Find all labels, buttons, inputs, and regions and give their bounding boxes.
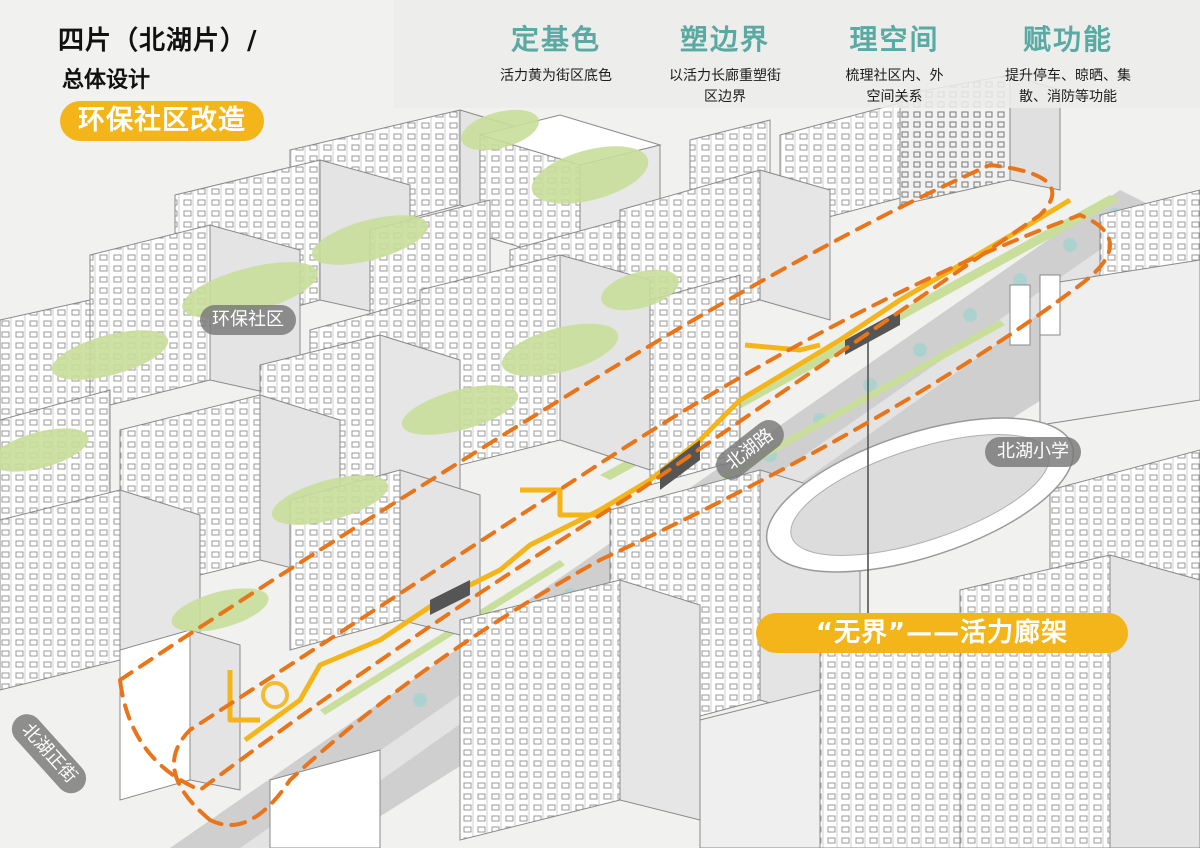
strategy-desc-line: 活力黄为街区底色 — [500, 68, 612, 84]
strategy-boundary: 塑边界 以活力长廊重塑街 区边界 — [640, 18, 810, 108]
strategy-head: 赋功能 — [1022, 23, 1113, 56]
strategy-head: 定基色 — [510, 23, 601, 56]
strategy-desc-line: 散、消防等功能 — [1019, 89, 1117, 105]
page-title: 四片（北湖片）/ — [58, 26, 258, 56]
community-label: 环保社区 — [200, 305, 296, 335]
strategy-function: 赋功能 提升停车、晾晒、集 散、消防等功能 — [978, 18, 1158, 108]
strategy-panel: 定基色 活力黄为街区底色 塑边界 以活力长廊重塑街 区边界 理空间 梳理社区内、… — [394, 0, 1200, 108]
strategy-desc: 活力黄为街区底色 — [466, 66, 646, 87]
school-label: 北湖小学 — [985, 437, 1081, 467]
strategy-desc-line: 区边界 — [704, 89, 746, 105]
strategy-desc: 梳理社区内、外 空间关系 — [812, 66, 977, 108]
strategy-desc-line: 提升停车、晾晒、集 — [1005, 68, 1131, 84]
strategy-desc-line: 以活力长廊重塑街 — [669, 68, 781, 84]
strategy-desc-line: 梳理社区内、外 — [845, 68, 944, 84]
strategy-desc-line: 空间关系 — [866, 89, 923, 105]
strategy-head: 理空间 — [849, 23, 940, 56]
theme-badge: 环保社区改造 — [60, 101, 264, 141]
strategy-base-color: 定基色 活力黄为街区底色 — [466, 18, 646, 87]
page-subtitle: 总体设计 — [62, 68, 151, 93]
strategy-head: 塑边界 — [679, 23, 770, 56]
strategy-space: 理空间 梳理社区内、外 空间关系 — [812, 18, 977, 108]
corridor-badge: “无界”——活力廊架 — [756, 613, 1128, 653]
strategy-desc: 以活力长廊重塑街 区边界 — [640, 66, 810, 108]
strategy-desc: 提升停车、晾晒、集 散、消防等功能 — [978, 66, 1158, 108]
